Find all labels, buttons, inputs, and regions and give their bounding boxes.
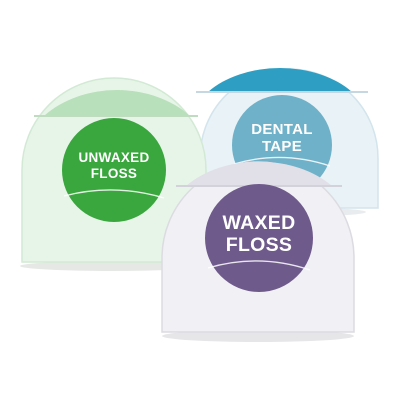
waxed-wave-icon	[207, 260, 311, 271]
waxed-label-disc	[205, 184, 313, 292]
waxed-lid	[186, 161, 332, 186]
waxed-shadow	[162, 330, 354, 342]
dental-tape-container	[190, 68, 379, 217]
dental-tape-wave-icon	[233, 156, 331, 167]
waxed-floss-container	[161, 161, 355, 342]
unwaxed-label-disc	[62, 118, 166, 222]
dental-tape-lid	[208, 68, 352, 92]
unwaxed-wave-icon	[63, 189, 165, 199]
unwaxed-lid	[44, 90, 190, 116]
unwaxed-shadow	[20, 261, 204, 271]
unwaxed-floss-container	[20, 77, 207, 271]
